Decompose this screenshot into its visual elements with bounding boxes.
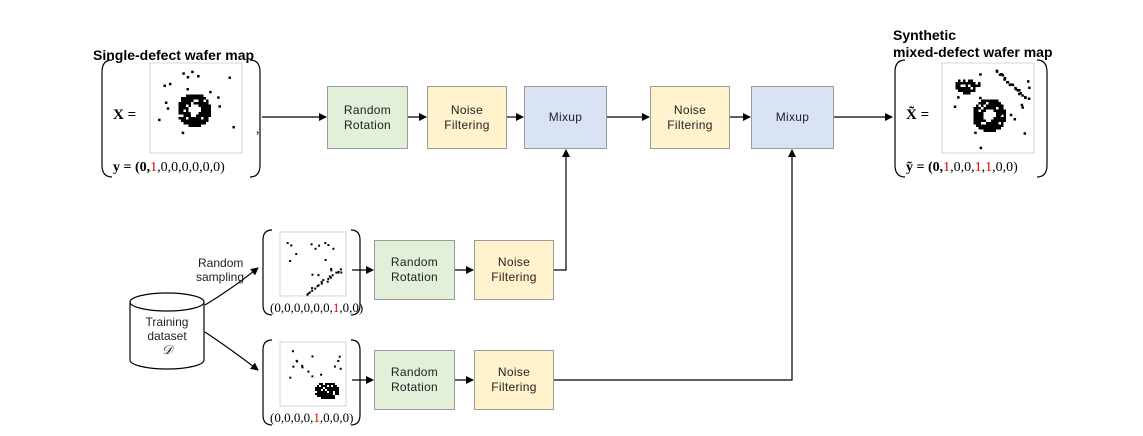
random-sampling-caption-line2: sampling [196,270,245,284]
sample2-bracket-left [262,339,273,426]
input-comma: , [256,122,260,137]
sample1-bracket-right [350,229,361,316]
synthetic-heading-line2: mixed-defect wafer map [893,44,1053,60]
dataset-cylinder-icon [129,292,205,370]
noise-filtering-box-lower2: Noise Filtering [474,350,554,410]
dataset-label-line1: Training [145,315,189,329]
sample1-bracket-left [262,229,273,316]
input-bracket-left [101,59,113,178]
sample2-y-label: (0,0,0,0,1,0,0,0) [270,410,354,425]
random-sampling-caption-line1: Random [198,256,244,270]
dataset-label-line2: dataset [147,329,187,343]
input-x-label: X = [113,107,137,123]
single-defect-heading: Single-defect wafer map [93,47,255,63]
random-rotation-box: Random Rotation [327,86,408,149]
connector-noise-lower2-to-mixup2 [554,149,796,381]
output-bracket-right [1036,59,1048,178]
synthetic-heading-line1: Synthetic [893,27,957,43]
sample1-y-label: (0,0,0,0,0,0,1,0,0) [270,300,364,315]
output-bracket-left [894,59,906,178]
arrow-dataset-to-sample1 [204,267,259,306]
sample2-wafer-map-image [279,341,347,407]
input-y-label: y = (0,1,0,0,0,0,0,0) [113,160,225,175]
noise-filtering-box-lower1: Noise Filtering [474,240,554,300]
mixup-box-1: Mixup [524,86,607,149]
output-y-label: ỹ = (0,1,0,0,1,1,0,0) [906,160,1018,175]
output-wafer-map-image [941,62,1035,154]
random-rotation-box-lower1: Random Rotation [374,240,455,300]
sample1-wafer-map-image [279,231,347,297]
input-wafer-map-image [149,62,243,154]
sample2-bracket-right [350,339,361,426]
mixup-box-2: Mixup [751,86,834,149]
input-bracket-right [249,59,261,178]
noise-filtering-box-2: Noise Filtering [650,86,730,149]
noise-filtering-box: Noise Filtering [427,86,507,149]
random-rotation-box-lower2: Random Rotation [374,350,455,410]
arrow-dataset-to-sample2 [204,331,259,371]
output-x-label: X̃ = [906,107,930,123]
dataset-symbol: 𝒟 [161,342,173,357]
connector-noise-lower1-to-mixup1 [554,149,570,271]
